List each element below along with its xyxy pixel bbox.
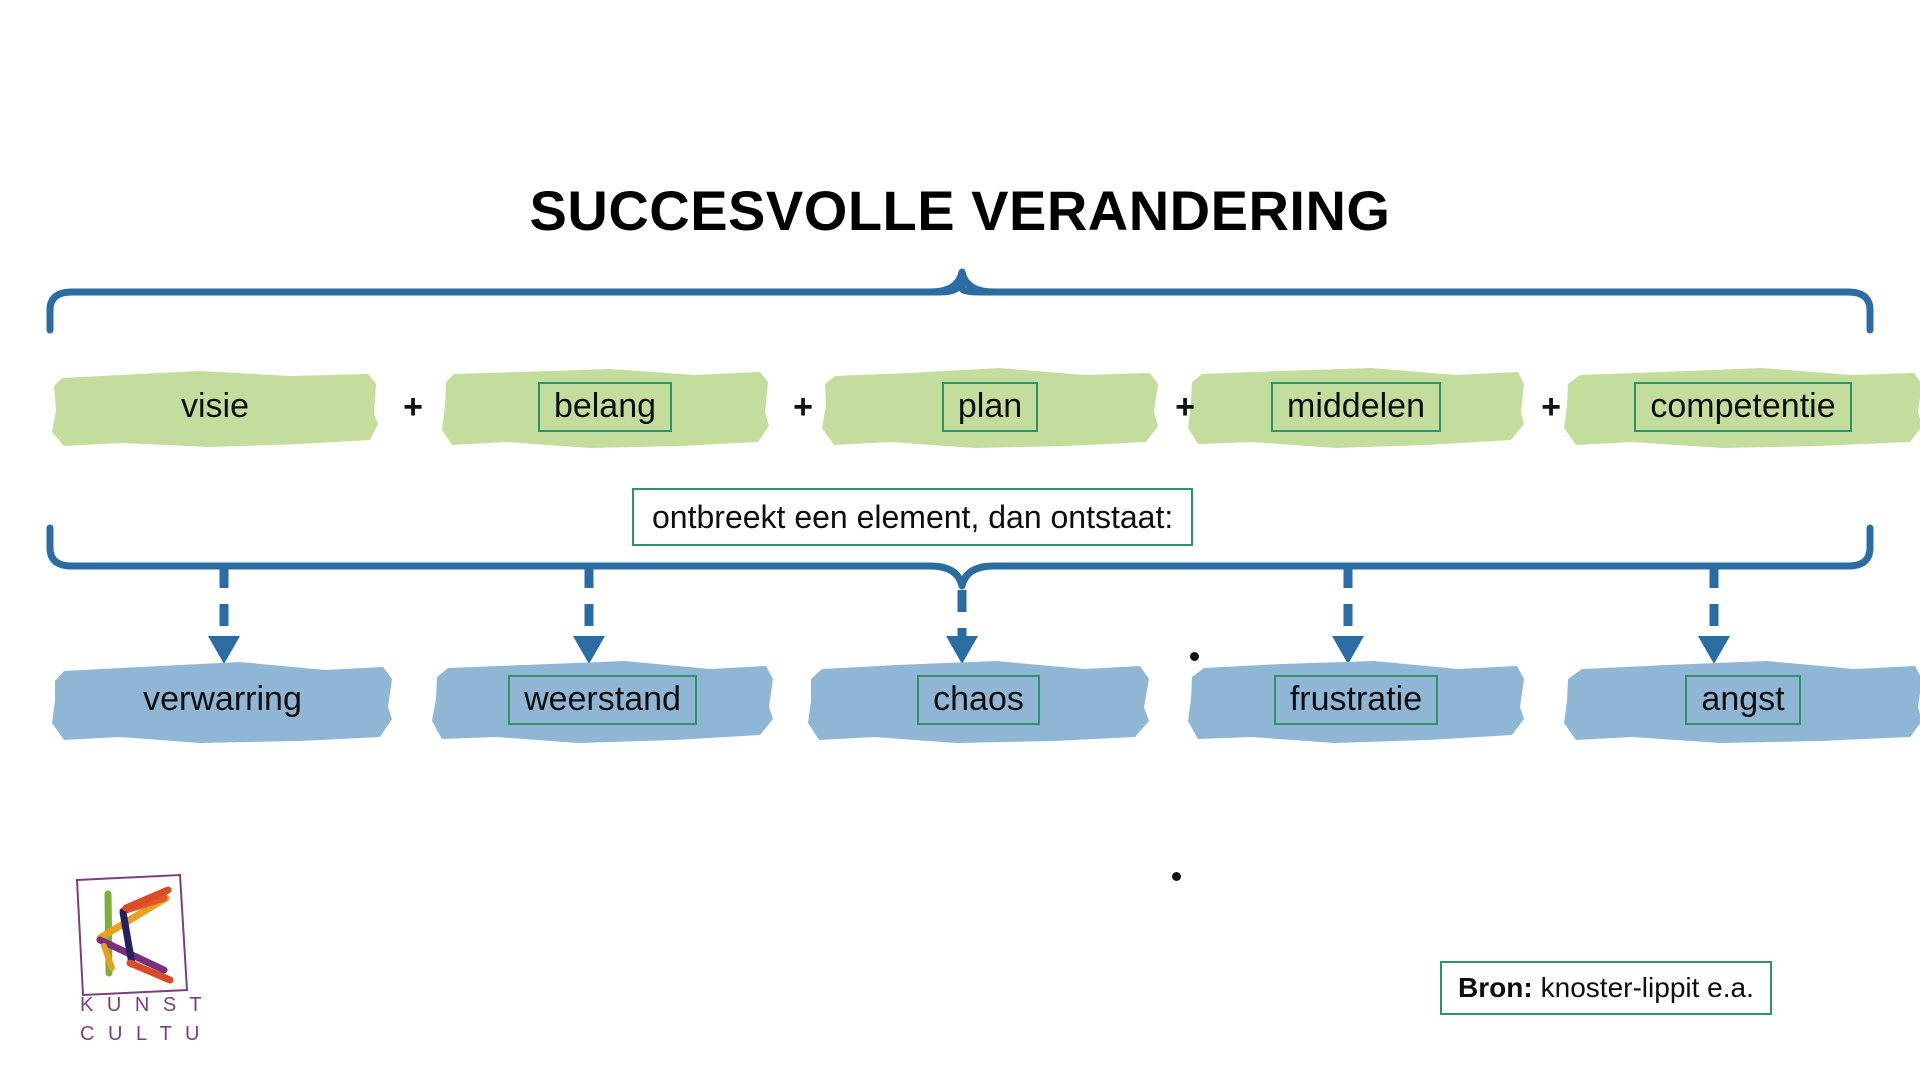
source-label: Bron: — [1458, 972, 1533, 1003]
element-label-wrap: competentie — [1562, 362, 1920, 452]
outcome-label: chaos — [917, 674, 1040, 726]
element-label: competentie — [1634, 381, 1852, 433]
green-marker-blob — [1564, 368, 1920, 448]
failure-outcomes-row: verwarring weerstand chaos frust — [0, 655, 1920, 745]
element-label: plan — [941, 381, 1039, 433]
element-cell-visie[interactable]: visie — [50, 362, 380, 452]
outcome-label-wrap: verwarring — [50, 655, 395, 745]
caption-text: ontbreekt een element, dan ontstaat: — [652, 498, 1174, 535]
plus-operator-1: + — [403, 387, 423, 426]
outcome-label: verwarring — [143, 679, 302, 718]
blue-marker-blob — [52, 662, 392, 743]
plus-operator-4: + — [1541, 387, 1561, 426]
blue-marker-blob — [1188, 661, 1524, 743]
outcome-label-wrap: chaos — [806, 655, 1151, 745]
element-label: belang — [537, 381, 673, 433]
green-marker-blob — [822, 368, 1158, 448]
element-label-wrap: visie — [50, 362, 380, 452]
outcome-cell-chaos[interactable]: chaos — [806, 655, 1151, 745]
plus-operator-2: + — [793, 387, 813, 426]
logo-line-2: C U L T U U R — [80, 1023, 210, 1045]
page-title: SUCCESVOLLE VERANDERING — [529, 179, 1391, 242]
outcome-label-wrap: frustratie — [1186, 655, 1526, 745]
stray-dot-upper — [1190, 652, 1199, 661]
outcome-cell-frustratie[interactable]: frustratie — [1186, 655, 1526, 745]
blue-marker-blob — [808, 661, 1149, 743]
element-cell-middelen[interactable]: middelen — [1186, 362, 1526, 452]
outcome-label-wrap: angst — [1562, 655, 1920, 745]
blue-marker-blob — [1564, 661, 1920, 743]
outcome-label-wrap: weerstand — [430, 655, 775, 745]
element-cell-belang[interactable]: belang — [440, 362, 770, 452]
outcome-cell-angst[interactable]: angst — [1562, 655, 1920, 745]
source-value: knoster-lippit e.a. — [1540, 972, 1754, 1003]
plus-operator-3: + — [1175, 387, 1195, 426]
kunst-en-cultuur-logo: K U N S T & C U L T U U R — [60, 868, 210, 1058]
green-marker-blob — [442, 369, 769, 448]
element-cell-competentie[interactable]: competentie — [1562, 362, 1920, 452]
stray-dot-lower — [1172, 872, 1181, 881]
outcome-cell-verwarring[interactable]: verwarring — [50, 655, 395, 745]
element-label: visie — [180, 386, 250, 425]
green-marker-blob — [52, 371, 378, 447]
element-label-wrap: middelen — [1186, 362, 1526, 452]
outcome-cell-weerstand[interactable]: weerstand — [430, 655, 775, 745]
element-label: middelen — [1271, 381, 1441, 433]
source-box: Bron: knoster-lippit e.a. — [1440, 961, 1772, 1015]
logo-line-1: K U N S T & — [80, 994, 210, 1016]
outcome-label: frustratie — [1273, 674, 1439, 726]
outcome-label: weerstand — [508, 674, 697, 726]
blue-marker-blob — [432, 661, 773, 743]
element-cell-plan[interactable]: plan — [820, 362, 1160, 452]
caption-box: ontbreekt een element, dan ontstaat: — [632, 488, 1194, 546]
element-label-wrap: plan — [820, 362, 1160, 452]
success-elements-row: visie + belang + plan + — [0, 362, 1920, 452]
element-label-wrap: belang — [440, 362, 770, 452]
outcome-label: angst — [1685, 674, 1801, 726]
